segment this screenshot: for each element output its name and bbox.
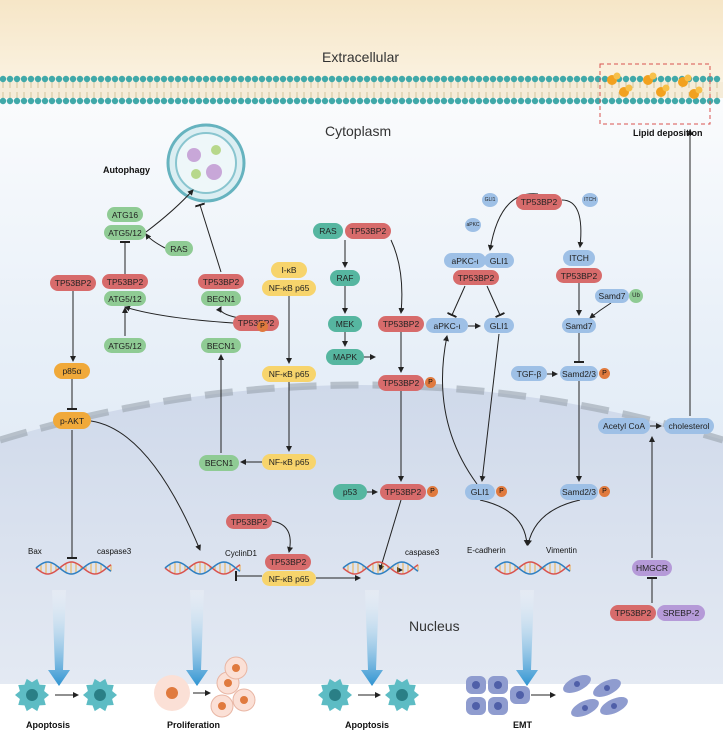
node-gli1-top: GLI1	[484, 253, 514, 268]
lipid-deposition-label: Lipid deposition	[633, 128, 703, 138]
node-tp53bp2-dna: TP53BP2	[265, 554, 311, 570]
node-samd2-3-nucleus: Samd2/3	[560, 484, 598, 500]
node-hmgcr: HMGCR	[632, 560, 672, 576]
caspase3-label-1: caspase3	[97, 547, 132, 556]
node-p-akt: p-AKT	[53, 412, 91, 429]
node-mapk: MAPK	[326, 349, 364, 365]
node-tp53bp2-center: TP53BP2	[233, 315, 279, 331]
p-badge-mapk: P	[425, 377, 436, 388]
node-tp53bp2-gli: TP53BP2	[453, 270, 499, 285]
caspase3-label-2: caspase3	[405, 548, 440, 557]
node-mek: MEK	[328, 316, 362, 332]
outcome-emt: EMT	[513, 720, 532, 730]
p-badge-p53: P	[427, 486, 438, 497]
outcome-arrows	[48, 590, 538, 686]
node-tp53bp2-nfkb: TP53BP2	[226, 514, 272, 529]
cell-membrane	[0, 75, 723, 105]
node-small-apkc: aPKC	[465, 218, 481, 232]
region-nucleus: Nucleus	[409, 618, 460, 634]
node-tp53bp2-p53: TP53BP2	[380, 484, 426, 500]
p-badge-nfkb: P	[257, 321, 268, 332]
node-gli1-nucleus: GLI1	[465, 484, 495, 500]
node-small-itch: ITCH	[582, 193, 598, 207]
node-nfkb-dna: NF-κB p65	[262, 571, 316, 586]
node-nfkb-top: NF-κB p65	[262, 280, 316, 296]
node-apkc-mid: aPKC-ι	[426, 318, 468, 333]
autophagosome-icon	[166, 123, 246, 203]
node-becn1-mid: BECN1	[201, 338, 241, 353]
node-ub: Ub	[629, 289, 643, 303]
outcome-cell-icons	[15, 656, 628, 718]
node-tp53bp2-m1: TP53BP2	[378, 316, 424, 332]
e-cadherin-label: E-cadherin	[467, 546, 506, 555]
node-nfkb-mid: NF-κB p65	[262, 366, 316, 382]
node-cholesterol: cholesterol	[664, 418, 714, 434]
node-becn1-top: BECN1	[201, 291, 241, 306]
node-gli1-mid: GLI1	[484, 318, 514, 333]
dna-helix-icons	[35, 561, 571, 575]
node-atg5-12-mid: ATG5/12	[104, 291, 146, 306]
node-tgf-beta: TGF-β	[511, 366, 547, 381]
node-tp53bp2-ras: TP53BP2	[345, 223, 391, 239]
vimentin-label: Vimentin	[546, 546, 577, 555]
node-nfkb-nucleus: NF-κB p65	[262, 454, 316, 470]
region-extracellular: Extracellular	[322, 49, 400, 65]
node-atg5-12-top: ATG5/12	[104, 225, 146, 240]
node-samd7: Samd7	[562, 318, 596, 333]
node-srebp-2: SREBP-2	[657, 605, 705, 621]
node-samd2-3: Samd2/3	[560, 366, 598, 381]
node-atg5-12-low: ATG5/12	[104, 338, 146, 353]
p-badge-samd: P	[599, 368, 610, 379]
node-samd7-ub: Samd7	[595, 289, 629, 303]
outcome-apoptosis-2: Apoptosis	[345, 720, 389, 730]
autophagy-label: Autophagy	[103, 165, 150, 175]
node-i-kb: I-κB	[271, 262, 307, 278]
node-tp53bp2-becn: TP53BP2	[198, 274, 244, 289]
cyclind1-label: CyclinD1	[225, 549, 258, 558]
lipid-droplet-icons	[607, 72, 703, 99]
node-tp53bp2-srebp: TP53BP2	[610, 605, 656, 621]
p-badge-samd-nucleus: P	[599, 486, 610, 497]
node-becn1-nucleus: BECN1	[199, 455, 239, 471]
bax-label: Bax	[28, 547, 42, 556]
node-ras-mapk: RAS	[313, 223, 343, 239]
node-itch: ITCH	[563, 250, 595, 266]
node-ras-autophagy: RAS	[165, 241, 193, 256]
node-acetyl-coa: Acetyl CoA	[598, 418, 650, 434]
node-p53: p53	[333, 484, 367, 500]
node-tp53bp2-akt: TP53BP2	[50, 275, 96, 291]
node-tp53bp2-itch: TP53BP2	[556, 268, 602, 283]
outcome-apoptosis-1: Apoptosis	[26, 720, 70, 730]
node-tp53bp2-top: TP53BP2	[516, 194, 562, 210]
node-tp53bp2-atg: TP53BP2	[102, 274, 148, 289]
node-raf: RAF	[330, 270, 360, 286]
node-tp53bp2-m2: TP53BP2	[378, 375, 424, 391]
outcome-proliferation: Proliferation	[167, 720, 221, 730]
node-atg16: ATG16	[107, 207, 143, 222]
pathway-arrows	[67, 129, 693, 603]
p-badge-gli1: P	[496, 486, 507, 497]
region-cytoplasm: Cytoplasm	[325, 123, 392, 139]
node-apkc-top: aPKC-ι	[444, 253, 486, 268]
node-small-gli1: GLI1	[482, 193, 498, 207]
node-p85a: p85α	[54, 363, 90, 379]
